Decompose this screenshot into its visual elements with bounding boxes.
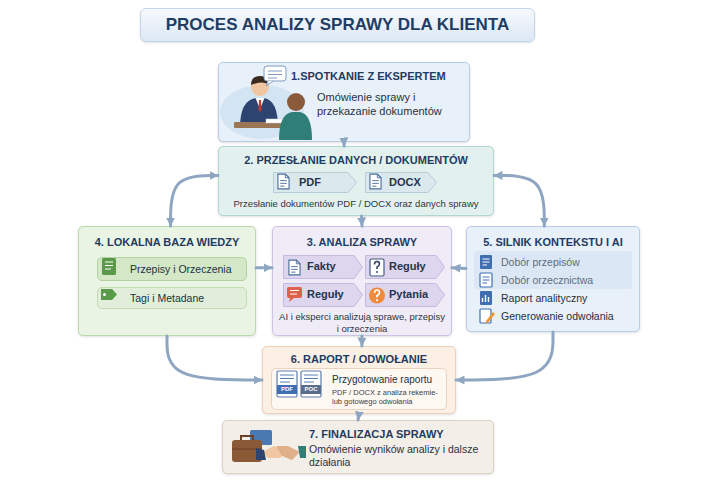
analysis-chevron: Pytania — [365, 283, 445, 307]
node-text: Fakty — [307, 259, 357, 274]
process-box: 1.SPOTKANIE Z EKSPERTEM Omówienie sprawy … — [218, 62, 470, 142]
flow-arrow — [256, 266, 272, 269]
flow-arrow — [452, 266, 466, 270]
node-text: Reguły — [389, 259, 439, 274]
icon-label: PDF — [277, 386, 297, 393]
node-text: Generowanie odwołania — [501, 309, 635, 323]
node-text: PDF — [299, 175, 349, 190]
chevron-shape — [366, 284, 445, 307]
list-band: Tagi i Metadane — [97, 287, 247, 309]
node-text: Omówienie wyników analizy i dalsze dział… — [309, 443, 489, 469]
node-heading: 7. FINALIZACJA SPRAWY — [309, 427, 489, 441]
node-text: PDF / DOCX z analiza rekemie- lub gotowe… — [332, 388, 444, 406]
process-box: 6. RAPORT / ODWOŁANIE Przygotowanie rapor… — [262, 346, 456, 414]
content-box: Przygotowanie raportuPDF / DOCX z analiz… — [271, 368, 447, 410]
flow-arrow — [171, 175, 218, 226]
process-box: 7. FINALIZACJA SPRAWY Omówienie wyników a… — [222, 420, 494, 474]
node-text: Pytania — [389, 287, 439, 302]
file-chevron: PDF — [273, 172, 357, 193]
chevron-shape — [274, 173, 357, 193]
flow-arrow — [494, 175, 544, 226]
node-heading: 2. PRZESŁANIE DANYCH / DOKUMENTÓW — [219, 153, 493, 167]
file-chevron: DOCX — [365, 172, 437, 193]
node-text: Dobór przepisów — [501, 255, 635, 269]
node-heading: 1.SPOTKANIE Z EKSPERTEM — [291, 69, 469, 83]
node-heading: 6. RAPORT / ODWOŁANIE — [263, 352, 455, 366]
chevron-shape — [366, 173, 437, 193]
flow-arrow — [360, 216, 363, 226]
node-text: Przesłanie dokumentów PDF / DOCX oraz da… — [219, 198, 493, 210]
node-text: Omówienie sprawy i przekazanie dokumentó… — [317, 90, 457, 118]
node-text: AI i eksperci analizują sprawe, przepisy… — [279, 311, 445, 335]
chevron-shape — [366, 256, 445, 279]
node-heading: 4. LOKALNA BAZA WIEDZY — [79, 235, 255, 249]
process-box: 5. SILNIK KONTEKSTU I AI Dobór przepisówD… — [466, 226, 640, 332]
node-heading: 3. ANALIZA SPRAWY — [273, 235, 451, 249]
node-text: DOCX — [389, 175, 433, 190]
node-text: Przepisy i Orzeczenia — [130, 262, 244, 276]
chevron-shape — [284, 284, 363, 307]
process-box: 4. LOKALNA BAZA WIEDZY Przepisy i Orzecze… — [78, 226, 256, 336]
icon-label: POC — [301, 386, 321, 393]
node-text: Dobór orzecznictwa — [501, 273, 635, 287]
diagram-title: PROCES ANALIZY SPRAWY DLA KLIENTA — [140, 8, 535, 42]
node-text: Raport analityczny — [501, 291, 635, 305]
node-heading: 5. SILNIK KONTEKSTU I AI — [467, 235, 639, 249]
chevron-shape — [284, 256, 363, 279]
node-text: Przygotowanie raportu — [332, 373, 444, 386]
analysis-chevron: Fakty — [283, 255, 363, 279]
list-band: Przepisy i Orzeczenia — [97, 257, 247, 281]
analysis-chevron: Reguły — [283, 283, 363, 307]
node-text: Reguły — [307, 287, 357, 302]
analysis-chevron: Reguły — [365, 255, 445, 279]
flow-arrow — [456, 332, 553, 380]
flow-arrow — [167, 336, 262, 380]
node-text: Tagi i Metadane — [130, 291, 244, 305]
process-box: 3. ANALIZA SPRAWY AI i eksperci analizują… — [272, 226, 452, 336]
flow-arrow — [360, 336, 363, 346]
process-box: 2. PRZESŁANIE DANYCH / DOKUMENTÓW Przesła… — [218, 146, 494, 216]
